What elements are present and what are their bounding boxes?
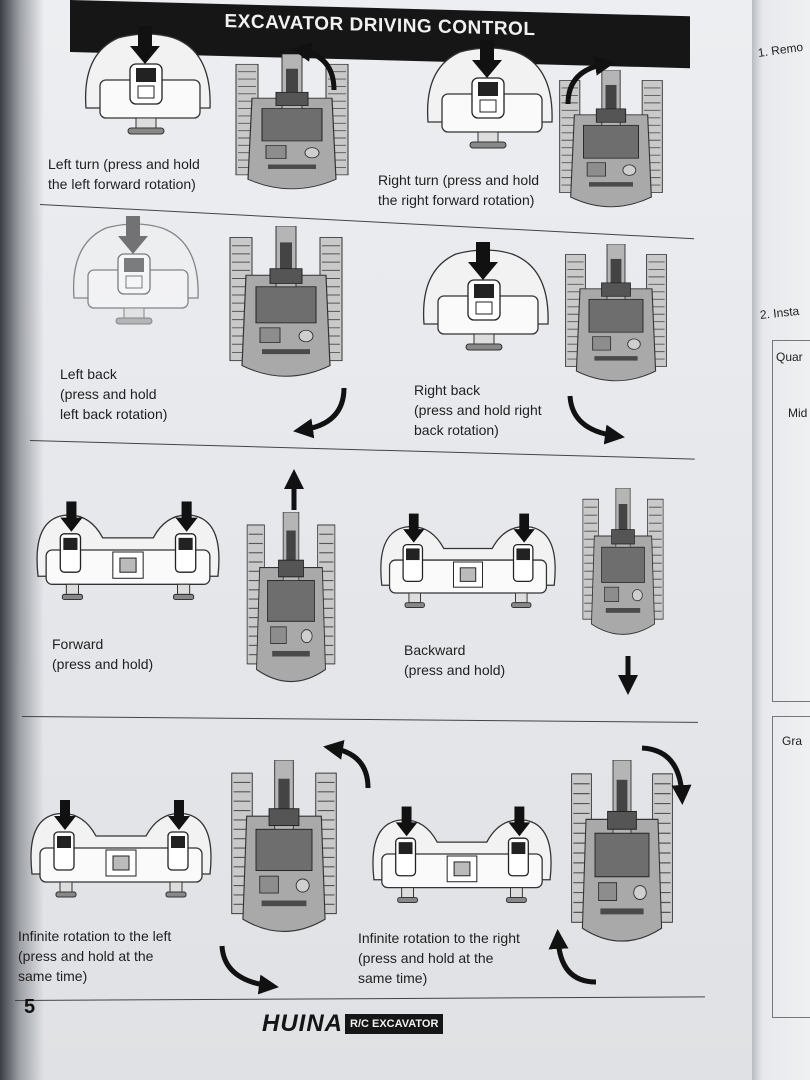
info-box bbox=[772, 340, 810, 702]
rotate-right-arrow-icon bbox=[565, 55, 615, 105]
step-2-label: 2. Insta bbox=[759, 303, 800, 322]
caption-infinite-left: Infinite rotation to the left (press and… bbox=[18, 928, 172, 984]
infinite-right-control-illustration bbox=[372, 806, 552, 904]
caption-left-turn: Left turn (press and hold the left forwa… bbox=[48, 156, 200, 192]
infinite-left-bottom-arrow-icon bbox=[219, 945, 279, 995]
forward-arrow-icon bbox=[284, 469, 304, 510]
caption-left-back: Left back (press and hold left back rota… bbox=[60, 366, 168, 422]
info-box bbox=[772, 716, 810, 1018]
infinite-left-control-illustration bbox=[30, 800, 212, 898]
left-back-control-illustration bbox=[72, 215, 199, 325]
rotate-left-arrow-icon bbox=[291, 42, 337, 91]
caption-right-back: Right back (press and hold right back ro… bbox=[414, 382, 542, 438]
logo-brand-text: HUINA bbox=[262, 1010, 343, 1037]
back-left-arrow-icon bbox=[293, 387, 347, 439]
facing-page: 1. Remo 2. Insta Quar Mid Gra bbox=[752, 0, 810, 1080]
page-shadow bbox=[0, 0, 44, 1080]
section-divider bbox=[14, 996, 705, 1001]
logo-tagline: R/C EXCAVATOR bbox=[345, 1014, 444, 1034]
caption-backward: Backward (press and hold) bbox=[404, 642, 506, 678]
page-number: 5 bbox=[24, 996, 36, 1018]
caption-forward: Forward (press and hold) bbox=[52, 636, 154, 672]
section-divider bbox=[21, 716, 698, 723]
brand-logo: HUINA R/C EXCAVATOR bbox=[262, 1010, 444, 1037]
right-back-excavator-illustration bbox=[565, 244, 667, 382]
left-turn-control-illustration bbox=[84, 25, 211, 135]
right-turn-control-illustration bbox=[426, 39, 553, 149]
back-right-arrow-icon bbox=[567, 395, 625, 445]
forward-excavator-illustration bbox=[246, 512, 336, 683]
backward-arrow-icon bbox=[618, 656, 638, 695]
backward-excavator-illustration bbox=[582, 488, 664, 635]
forward-control-illustration bbox=[36, 500, 220, 601]
caption-right-turn: Right turn (press and hold the right for… bbox=[378, 172, 540, 208]
left-back-excavator-illustration bbox=[229, 226, 343, 377]
label-mid: Mid bbox=[788, 406, 808, 420]
backward-control-illustration bbox=[380, 512, 556, 609]
step-1-label: 1. Remo bbox=[757, 39, 804, 60]
label-quarter: Quar bbox=[776, 350, 803, 364]
infinite-right-top-arrow-icon bbox=[641, 745, 692, 805]
infinite-left-top-arrow-icon bbox=[323, 739, 371, 789]
label-gra: Gra bbox=[782, 734, 803, 748]
caption-infinite-right: Infinite rotation to the right (press an… bbox=[358, 930, 520, 986]
right-back-control-illustration bbox=[422, 241, 549, 351]
manual-page: EXCAVATOR DRIVING CONTROL Left turn (pre… bbox=[0, 0, 752, 1080]
infinite-right-bottom-arrow-icon bbox=[548, 929, 597, 985]
